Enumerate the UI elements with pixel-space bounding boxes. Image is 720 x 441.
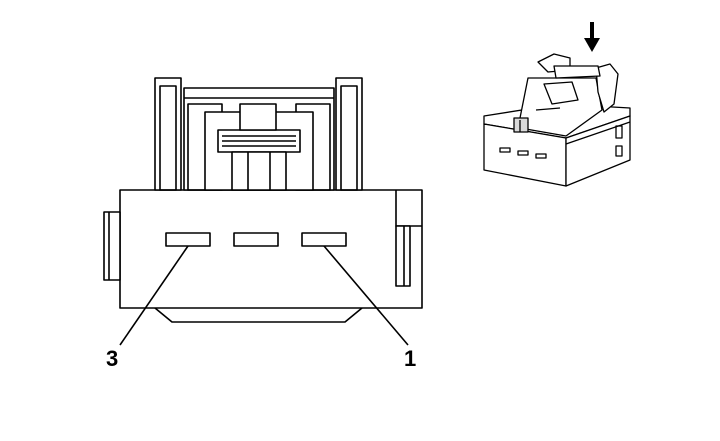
connector-skirt [154, 307, 363, 323]
connector-face-view [103, 77, 423, 346]
right-side-tab [395, 225, 411, 287]
push-arrow-icon [584, 22, 600, 52]
pin-label-1: 1 [404, 346, 417, 371]
latch-housing [154, 77, 363, 191]
leader-line-3 [119, 245, 189, 346]
pin-cavity-2 [233, 232, 279, 247]
connector-body [119, 189, 423, 309]
leader-line-1 [323, 245, 409, 346]
pin-label-3: 3 [106, 346, 119, 371]
latch-stem [231, 151, 287, 191]
connector-isometric-view [483, 53, 631, 187]
left-side-tab [103, 211, 121, 281]
